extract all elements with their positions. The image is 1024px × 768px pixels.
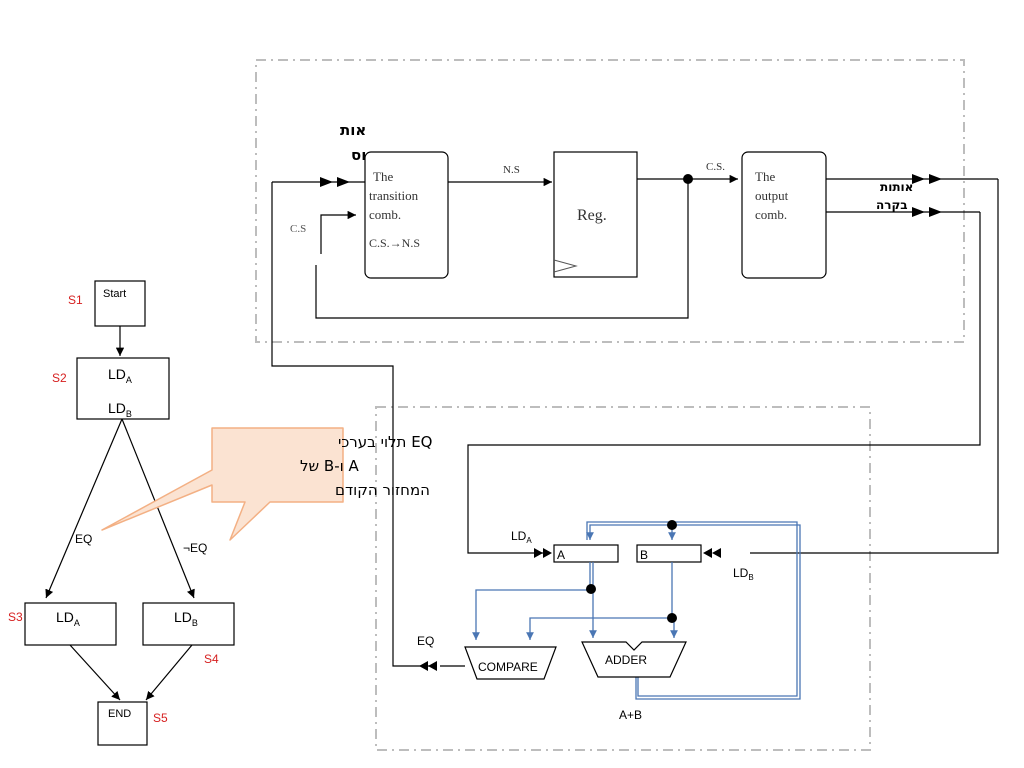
cs-label-top: C.S.	[706, 161, 725, 173]
svg-text:אות: אות	[340, 121, 366, 139]
double-arrow-icon	[703, 548, 721, 558]
junction-dot	[667, 520, 677, 530]
adder-block	[581, 641, 687, 678]
register-b-label: B	[640, 548, 648, 562]
transition-line3: comb.	[369, 207, 401, 222]
register-a	[553, 544, 619, 563]
fsm-boundary	[255, 59, 965, 343]
control-signals-label: אותות בקרה	[876, 180, 913, 212]
transition-comb-block	[364, 151, 449, 279]
end-label: END	[108, 708, 131, 720]
ld-b-label: LDB	[733, 566, 754, 582]
datapath-boundary	[375, 406, 871, 751]
transition-line4: C.S.→N.S	[369, 236, 420, 250]
output-line2: output	[755, 188, 789, 203]
double-arrow-icon	[419, 661, 437, 671]
register-label: Reg.	[577, 207, 607, 224]
s4-label: LDB	[174, 609, 198, 628]
not-eq-branch-label: ¬EQ	[183, 541, 207, 555]
double-arrow-icon	[320, 177, 350, 187]
junction-dot	[586, 584, 596, 594]
register-b	[636, 544, 702, 563]
register-a-label: A	[557, 548, 565, 562]
eq-branch-label: EQ	[75, 532, 92, 546]
state-s2-label: S2	[52, 371, 67, 385]
ld-a-label: LDA	[511, 529, 532, 545]
eq-out-label: EQ	[417, 634, 434, 648]
state-s1-label: S1	[68, 293, 83, 307]
double-arrow-icon	[912, 174, 942, 184]
callout-text: EQ תלוי בערכי A ו-B של המחזור הקודם	[300, 433, 432, 499]
compare-block	[464, 646, 557, 680]
output-line3: comb.	[755, 207, 787, 222]
transition-line2: transition	[369, 188, 419, 203]
junction-dot	[667, 613, 677, 623]
double-arrow-icon	[912, 207, 942, 217]
cs-label-feedback: C.S	[290, 223, 306, 235]
s3-label: LDA	[56, 609, 80, 628]
adder-label: ADDER	[605, 653, 647, 667]
transition-line1: The	[373, 169, 393, 184]
state-s4-label: S4	[204, 652, 219, 666]
svg-text:המחזור הקודם: המחזור הקודם	[335, 481, 430, 499]
register-block	[553, 151, 638, 278]
svg-text:A ו-B של: A ו-B של	[300, 457, 360, 475]
svg-text:EQ תלוי בערכי: EQ תלוי בערכי	[338, 433, 432, 451]
state-s3-label: S3	[8, 610, 23, 624]
s2-line1: LDA	[108, 366, 132, 385]
sum-label: A+B	[619, 708, 642, 722]
ns-label: N.S	[503, 164, 520, 176]
compare-label: COMPARE	[478, 660, 538, 674]
svg-text:אותות: אותות	[880, 180, 913, 194]
s2-line2: LDB	[108, 400, 132, 419]
state-load-ab	[76, 357, 170, 420]
state-s5-label: S5	[153, 711, 168, 725]
callout-balloon	[101, 427, 344, 541]
double-arrow-icon	[534, 548, 552, 558]
start-label: Start	[103, 288, 126, 300]
state-load-b	[142, 602, 235, 646]
output-line1: The	[755, 169, 775, 184]
state-load-a	[24, 602, 117, 646]
output-comb-block	[741, 151, 827, 279]
svg-text:בקרה: בקרה	[876, 198, 908, 212]
state-end	[97, 701, 148, 746]
